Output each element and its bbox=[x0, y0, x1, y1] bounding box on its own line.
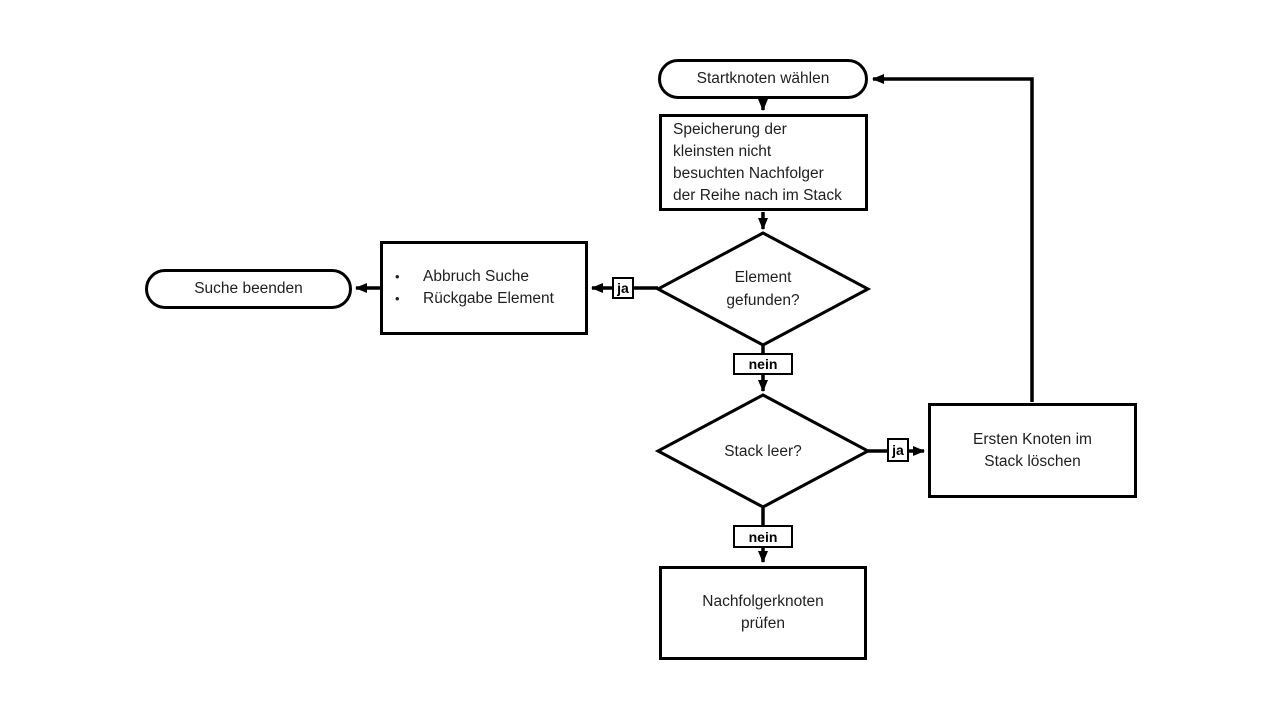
decision-stack-empty-shape bbox=[654, 393, 872, 509]
node-start-label: Startknoten wählen bbox=[696, 70, 830, 87]
node-end-terminator: Suche beenden bbox=[145, 269, 352, 309]
node-start-terminator: Startknoten wählen bbox=[658, 59, 868, 99]
edge-label-found-ja: ja bbox=[612, 277, 634, 299]
node-delete-process: Ersten Knoten im Stack löschen bbox=[928, 403, 1137, 498]
bullet-icon: • bbox=[395, 291, 400, 306]
abort-item-label: Rückgabe Element bbox=[423, 290, 554, 307]
node-delete-label: Ersten Knoten im Stack löschen bbox=[973, 430, 1092, 470]
node-stack-empty-label: Stack leer? bbox=[724, 442, 802, 460]
node-end-label: Suche beenden bbox=[194, 280, 303, 297]
edge-label-empty-nein: nein bbox=[733, 525, 793, 548]
abort-item-label: Abbruch Suche bbox=[423, 268, 529, 285]
bullet-icon: • bbox=[395, 269, 400, 284]
decision-element-found-shape bbox=[654, 231, 872, 347]
edge-label-found-nein: nein bbox=[733, 353, 793, 375]
edge-label-empty-ja: ja bbox=[887, 438, 909, 462]
list-item: • Abbruch Suche bbox=[395, 266, 585, 288]
node-element-found-label: Element gefunden? bbox=[726, 269, 800, 309]
list-item: • Rückgabe Element bbox=[395, 288, 585, 310]
abort-bullet-list: • Abbruch Suche • Rückgabe Element bbox=[383, 266, 585, 310]
node-check-process: Nachfolgerknoten prüfen bbox=[659, 566, 867, 660]
node-store-label: Speicherung der kleinsten nicht besuchte… bbox=[673, 120, 842, 204]
node-check-label: Nachfolgerknoten prüfen bbox=[702, 593, 824, 632]
node-abort-process: • Abbruch Suche • Rückgabe Element bbox=[380, 241, 588, 335]
edge-delete-to-start-loop bbox=[872, 74, 1034, 402]
node-store-process: Speicherung der kleinsten nicht besuchte… bbox=[659, 114, 868, 211]
